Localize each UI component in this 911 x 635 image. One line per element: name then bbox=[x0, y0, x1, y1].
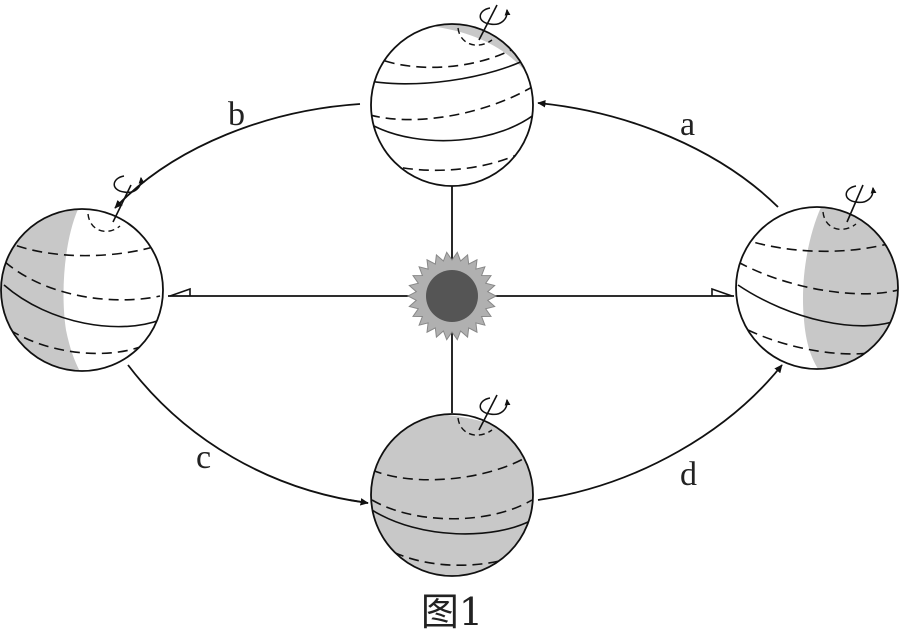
sun-icon bbox=[406, 251, 498, 341]
orbit-arc-c-head bbox=[349, 498, 369, 506]
rotation-arrow-icon bbox=[113, 7, 877, 416]
globe-top bbox=[370, 4, 534, 187]
arc-label-a: a bbox=[680, 106, 695, 143]
globe-bottom bbox=[370, 394, 534, 577]
arc-label-c: c bbox=[196, 439, 211, 476]
globe-left bbox=[0, 184, 164, 372]
globe-right bbox=[735, 184, 899, 370]
arc-label-b: b bbox=[228, 96, 245, 133]
orbit-arc-a bbox=[537, 100, 779, 208]
sun-core bbox=[426, 270, 478, 322]
orbit-arc-c bbox=[127, 364, 369, 504]
arc-label-d: d bbox=[680, 456, 697, 493]
figure-caption: 图1 bbox=[421, 590, 483, 634]
orbit-arc-d bbox=[537, 364, 783, 501]
